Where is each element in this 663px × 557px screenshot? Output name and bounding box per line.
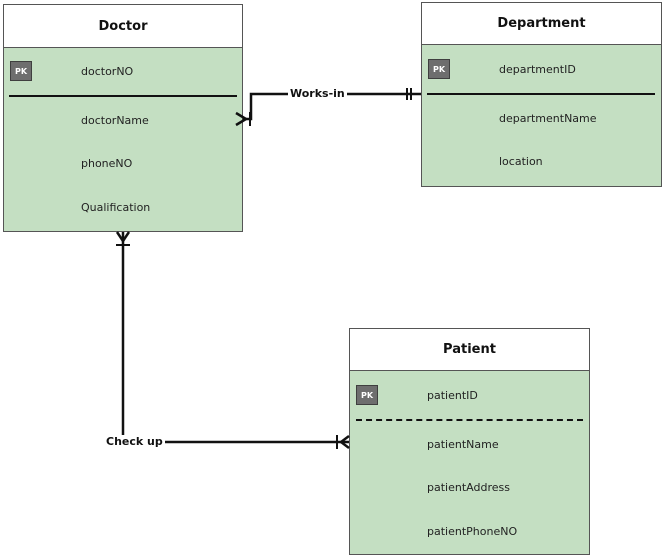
relationship-works-in-label: Works-in	[288, 87, 347, 100]
entity-patient-title: Patient	[350, 329, 589, 371]
department-attr-departmentname: departmentName	[499, 112, 597, 125]
doctor-pk-badge: PK	[10, 61, 32, 81]
department-attr-location: location	[499, 155, 543, 168]
department-key-separator	[427, 93, 655, 95]
doctor-key-separator	[9, 95, 237, 97]
department-pk-badge: PK	[428, 59, 450, 79]
patient-attr-patientaddress: patientAddress	[427, 481, 510, 494]
entity-department-title: Department	[422, 3, 661, 45]
patient-attr-patientphoneno: patientPhoneNO	[427, 525, 518, 538]
entity-doctor[interactable]: Doctor PK doctorNO doctorName phoneNO Qu…	[3, 4, 243, 232]
doctor-pk-attr: doctorNO	[81, 65, 134, 78]
check-up-connector[interactable]	[115, 231, 350, 449]
doctor-attr-qualification: Qualification	[81, 201, 151, 214]
entity-patient[interactable]: Patient PK patientID patientName patient…	[349, 328, 590, 555]
patient-attr-patientname: patientName	[427, 438, 499, 451]
patient-pk-attr: patientID	[427, 389, 478, 402]
relationship-check-up-label: Check up	[104, 435, 165, 448]
entity-doctor-title: Doctor	[4, 5, 242, 48]
patient-key-separator	[356, 419, 583, 421]
department-pk-attr: departmentID	[499, 63, 576, 76]
doctor-attr-doctorname: doctorName	[81, 114, 149, 127]
doctor-attr-phoneno: phoneNO	[81, 157, 133, 170]
patient-pk-badge: PK	[356, 385, 378, 405]
entity-department[interactable]: Department PK departmentID departmentNam…	[421, 2, 662, 187]
